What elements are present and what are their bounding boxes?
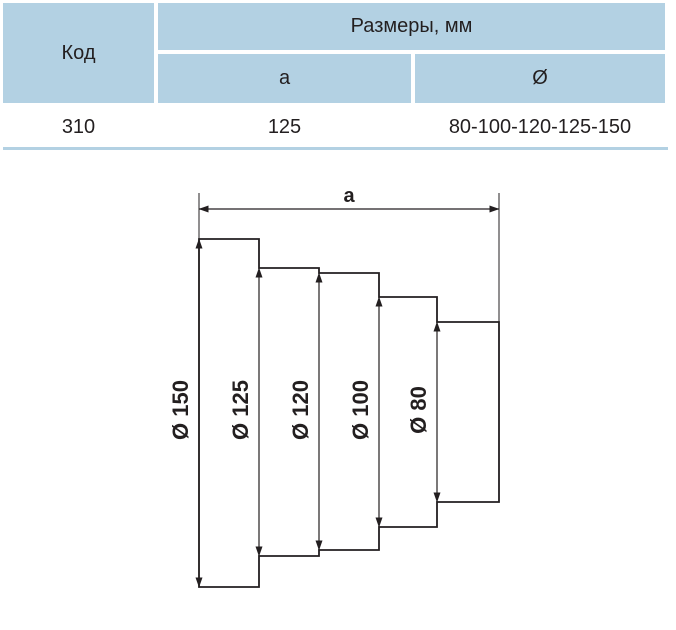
- diameter-column-header: Ø: [415, 54, 665, 103]
- a-value: 125: [267, 115, 302, 138]
- code-value: 310: [61, 115, 96, 138]
- diameter-label-120: Ø 120: [288, 380, 313, 440]
- table-bottom-rule: [3, 147, 668, 150]
- reducer-drawing: a Ø 150 Ø 125 Ø 120 Ø 100 Ø 80: [168, 185, 500, 588]
- dimensions-group-header: Размеры, мм: [158, 3, 665, 50]
- diameter-value: 80-100-120-125-150: [448, 115, 632, 138]
- spec-table: Код Размеры, мм a Ø 310 125 80-100-120-1…: [0, 0, 676, 150]
- diameter-label-125: Ø 125: [228, 380, 253, 440]
- diameter-label-80: Ø 80: [406, 386, 431, 434]
- diameter-label-150: Ø 150: [168, 380, 193, 440]
- diameter-label-100: Ø 100: [348, 380, 373, 440]
- code-column-header: Код: [3, 3, 154, 103]
- reducer-outline: [198, 238, 500, 588]
- a-column-header: a: [158, 54, 411, 103]
- a-dimension-label: a: [343, 185, 355, 207]
